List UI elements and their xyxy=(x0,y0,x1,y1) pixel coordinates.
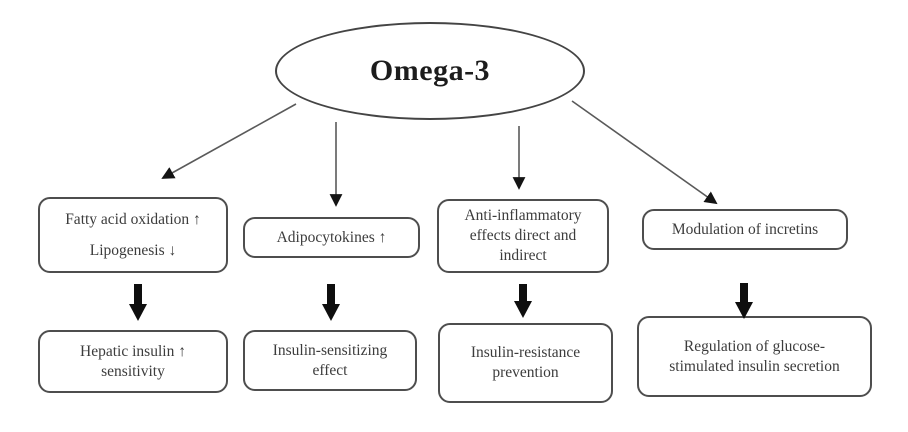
omega3-ellipse: Omega-3 xyxy=(275,22,585,120)
arrow-omega3-to-incretins xyxy=(571,100,718,205)
mechanism-box-adipocytokines: Adipocytokines ↑ xyxy=(243,217,420,258)
box-text-line: Regulation of glucose- xyxy=(683,337,826,355)
thick-arrowhead xyxy=(514,301,532,318)
mechanism-box-anti-inflammatory: Anti-inflammatory effects direct and ind… xyxy=(437,199,609,273)
box-text-line: indirect xyxy=(499,246,547,264)
arrow-omega3-to-fatty-acid-oxidation xyxy=(161,103,297,179)
outcome-box-insulin-sensitizing-effect: Insulin-sensitizing effect xyxy=(243,330,417,391)
outcome-box-glucose-stimulated-insulin-secretion: Regulation of glucose- stimulated insuli… xyxy=(637,316,872,397)
mechanism-box-fatty-acid-oxidation: Fatty acid oxidation ↑ Lipogenesis ↓ xyxy=(38,197,228,273)
outcome-box-insulin-resistance-prevention: Insulin-resistance prevention xyxy=(438,323,613,403)
box-text-line: Adipocytokines ↑ xyxy=(276,228,387,246)
box-text-line: sensitivity xyxy=(101,362,165,380)
outcome-box-hepatic-insulin-sensitivity: Hepatic insulin ↑ sensitivity xyxy=(38,330,228,393)
box-text-line: stimulated insulin secretion xyxy=(669,357,840,375)
box-text-line: Fatty acid oxidation ↑ xyxy=(65,210,201,228)
box-text-line: effects direct and xyxy=(469,227,577,245)
mechanism-box-incretins: Modulation of incretins xyxy=(642,209,848,250)
thick-arrowhead xyxy=(322,304,340,321)
thick-arrowhead xyxy=(129,304,147,321)
box-text-line: Insulin-sensitizing xyxy=(272,341,388,359)
diagram-title: Omega-3 xyxy=(369,54,491,87)
box-text-line: Lipogenesis ↓ xyxy=(89,241,177,259)
box-text-line: Hepatic insulin ↑ xyxy=(80,342,186,360)
box-text-line: Anti-inflammatory xyxy=(464,207,582,225)
box-text-line: prevention xyxy=(492,364,559,381)
box-text-line: Insulin-resistance xyxy=(470,344,581,362)
box-text-line: effect xyxy=(312,361,348,379)
box-text-line: Modulation of incretins xyxy=(671,220,819,238)
